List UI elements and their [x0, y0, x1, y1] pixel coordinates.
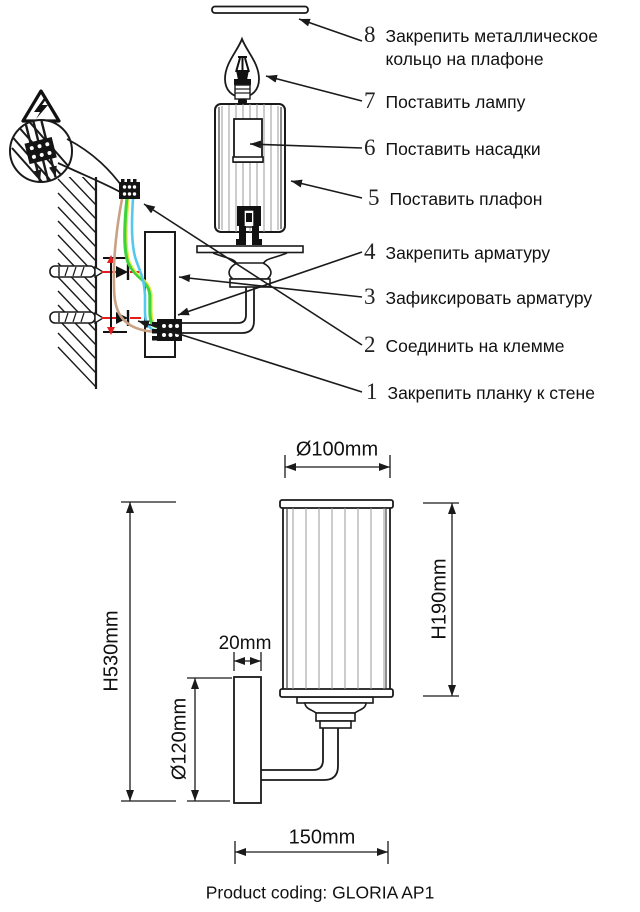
- candle-bulb: [224, 36, 260, 104]
- leader-step-8: [298, 18, 363, 42]
- leader-step-7: [265, 74, 363, 102]
- step-6-number: 6: [364, 135, 376, 160]
- arm-bell-fitting: [196, 245, 304, 288]
- step-4: 4 Закрепить арматуру: [364, 239, 550, 265]
- step-7-label: Поставить лампу: [385, 92, 526, 112]
- wires: [112, 197, 160, 334]
- wall-screw-top: [49, 264, 141, 280]
- step-1: 1 Закрепить планку к стене: [366, 379, 595, 405]
- terminal-block-top: [119, 179, 140, 199]
- side-view-lamp: [233, 499, 394, 804]
- step-8: 8 Закрепить металлическое кольцо на плаф…: [364, 22, 598, 71]
- side-backplate: [233, 676, 262, 804]
- step-7-number: 7: [364, 88, 376, 113]
- step-1-number: 1: [366, 379, 378, 404]
- metal-ring: [211, 5, 309, 14]
- step-6: 6 Поставить насадки: [364, 135, 541, 161]
- inner-sleeve: [232, 118, 264, 163]
- step-4-number: 4: [364, 239, 376, 264]
- label-shade-height: H190mm: [428, 558, 451, 640]
- dimension-lines: [121, 455, 459, 864]
- step-5: 5 Поставить плафон: [368, 185, 542, 211]
- leader-step-3: [178, 274, 363, 298]
- step-8-number: 8: [364, 22, 376, 47]
- terminal-block-magnifier-circle: [9, 119, 125, 194]
- lamp-arm: [176, 287, 255, 334]
- electrical-hazard-triangle-icon: [21, 89, 61, 123]
- product-coding: Product coding: GLORIA AP1: [205, 882, 435, 903]
- step-3-number: 3: [364, 284, 376, 309]
- leader-lines: [137, 18, 363, 393]
- wall-hatching: [57, 177, 98, 389]
- terminal-block-bottom: [152, 319, 182, 341]
- step-1-label: Закрепить планку к стене: [387, 383, 595, 403]
- step-4-label: Закрепить арматуру: [385, 243, 551, 263]
- label-overall-height: H530mm: [100, 610, 123, 692]
- step-5-label: Поставить плафон: [389, 189, 543, 209]
- step-8-label: Закрепить металлическое кольцо на плафон…: [385, 26, 599, 70]
- leader-step-1: [137, 320, 363, 393]
- step-3: 3 Зафиксировать арматуру: [364, 284, 592, 310]
- label-backplate-height: Ø120mm: [168, 697, 191, 781]
- leader-step-4: [177, 251, 363, 316]
- leader-step-2: [143, 203, 363, 346]
- step-5-number: 5: [368, 185, 380, 210]
- label-backplate-depth: 20mm: [218, 633, 272, 654]
- step-3-label: Зафиксировать арматуру: [385, 288, 593, 308]
- label-arm-projection: 150mm: [288, 826, 356, 849]
- leader-step-6: [249, 140, 363, 149]
- side-shade: [279, 499, 394, 698]
- label-shade-diameter: Ø100mm: [295, 438, 379, 461]
- lamp-socket: [236, 206, 262, 245]
- step-2-label: Соединить на клемме: [385, 336, 565, 356]
- step-7: 7 Поставить лампу: [364, 88, 525, 114]
- leader-step-5: [290, 179, 363, 199]
- step-2-number: 2: [364, 332, 376, 357]
- step-2: 2 Соединить на клемме: [364, 332, 565, 358]
- step-6-label: Поставить насадки: [385, 139, 541, 159]
